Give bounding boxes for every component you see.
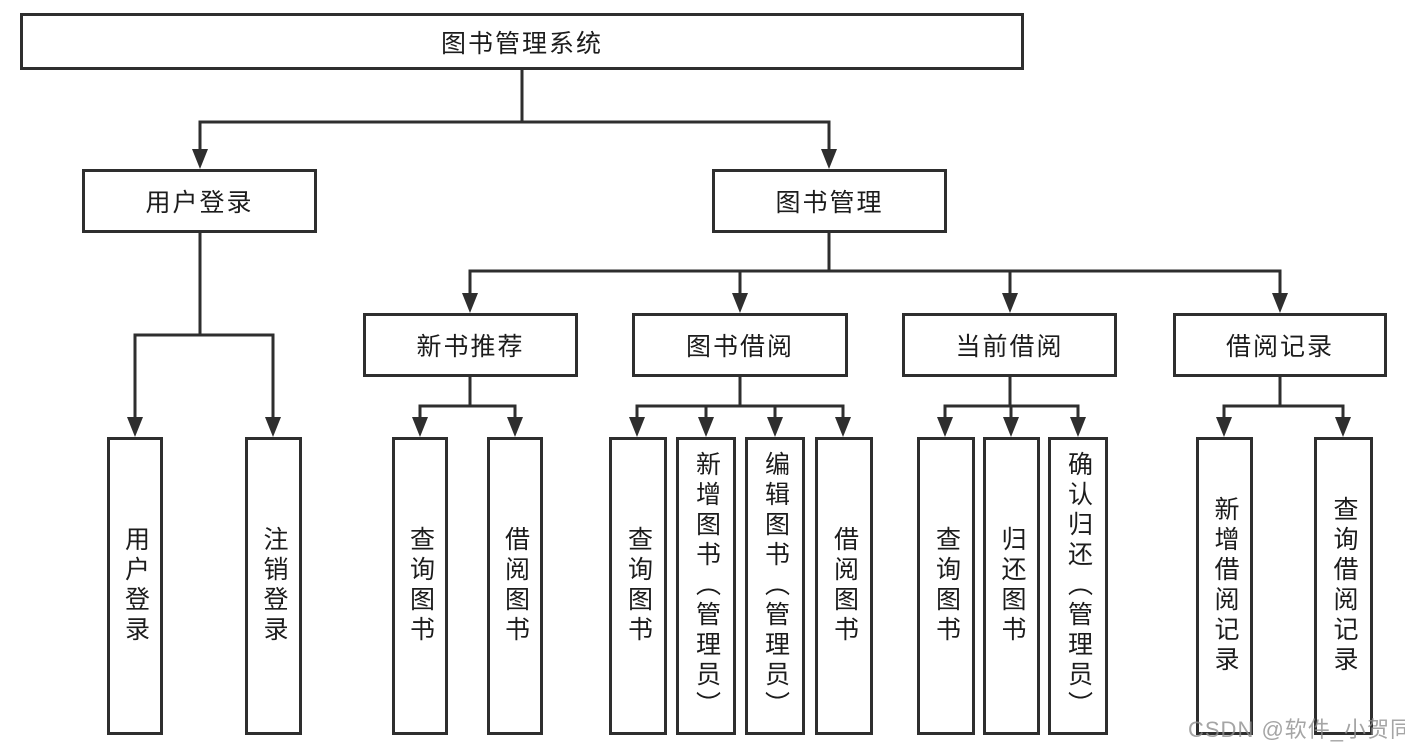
leaf-add-book-admin: 新增图书（管理员） bbox=[676, 437, 736, 735]
node-book-management: 图书管理 bbox=[712, 169, 947, 233]
watermark: CSDN @软件_小贺同学 bbox=[1188, 717, 1405, 742]
leaf-borrow-books-recommend: 借阅图书 bbox=[487, 437, 543, 735]
leaf-user-login: 用户登录 bbox=[107, 437, 163, 735]
node-book-borrow: 图书借阅 bbox=[632, 313, 848, 377]
leaf-query-borrow-record: 查询借阅记录 bbox=[1314, 437, 1373, 735]
node-borrow-records: 借阅记录 bbox=[1173, 313, 1387, 377]
node-book-management-label: 图书管理 bbox=[775, 189, 884, 217]
leaf-logout: 注销登录 bbox=[245, 437, 302, 735]
leaf-edit-book-admin: 编辑图书（管理员） bbox=[745, 437, 805, 735]
leaf-borrow-books: 借阅图书 bbox=[815, 437, 873, 735]
node-root-label: 图书管理系统 bbox=[440, 29, 603, 58]
leaf-confirm-return-admin: 确认归还（管理员） bbox=[1048, 437, 1108, 735]
node-current-borrow: 当前借阅 bbox=[902, 313, 1117, 377]
node-root: 图书管理系统 bbox=[20, 13, 1024, 70]
node-user-login-label: 用户登录 bbox=[145, 189, 254, 217]
leaf-query-books-borrow: 查询图书 bbox=[609, 437, 667, 735]
leaf-add-borrow-record: 新增借阅记录 bbox=[1196, 437, 1253, 735]
leaf-return-book: 归还图书 bbox=[983, 437, 1040, 735]
node-user-login: 用户登录 bbox=[82, 169, 317, 233]
node-new-book-recommend: 新书推荐 bbox=[363, 313, 578, 377]
leaf-query-books-recommend: 查询图书 bbox=[392, 437, 448, 735]
leaf-query-books-current: 查询图书 bbox=[917, 437, 975, 735]
